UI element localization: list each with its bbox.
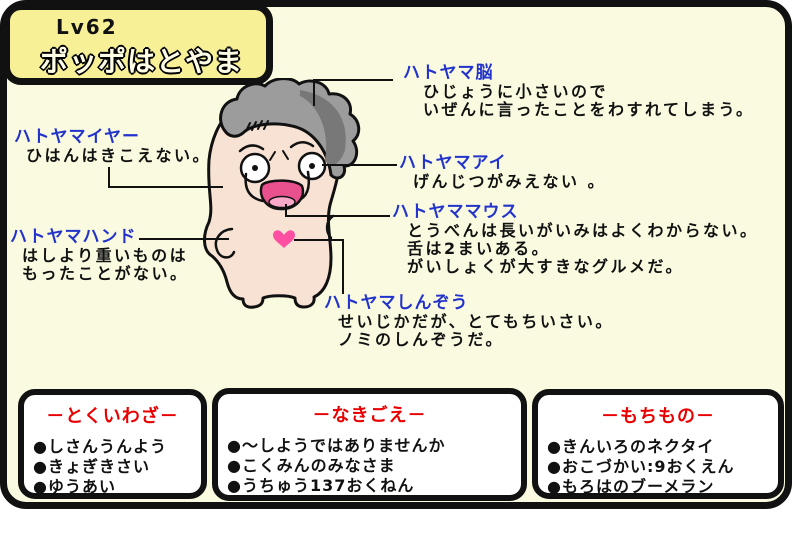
annotation-heart-line: ノミのしんぞうだ。: [338, 330, 505, 349]
stat-item: ●こくみんのみなさま: [227, 456, 396, 475]
annotation-hand-title: ハトヤマハンド: [10, 227, 137, 247]
stat-item: ●もろはのブーメラン: [547, 477, 715, 496]
level-name-badge: Lv62 ポッポはとやま: [3, 3, 273, 85]
stat-box-items: ●しさんうんよう ●きょぎきさい ●ゆうあい: [24, 437, 201, 497]
stat-box-cry: －なきごえ－ ●～しようではありませんか ●こくみんのみなさま ●うちゅう137…: [212, 388, 527, 501]
annotation-ear-title: ハトヤマイヤー: [14, 127, 140, 147]
heart-icon: [273, 230, 295, 248]
stat-box-items: ●～しようではありませんか ●こくみんのみなさま ●うちゅう137おくねん: [218, 436, 521, 496]
eyebrow-right: [289, 141, 315, 149]
stat-box-items: ●きんいろのネクタイ ●おこづかい:9おくえん ●もろはのブーメラン: [538, 437, 778, 497]
annotation-mouth: ハトヤママウス とうべんは長いがいみはよくわからない。 舌は2まいある。 がいし…: [392, 202, 759, 276]
annotation-heart-title: ハトヤマしんぞう: [324, 293, 469, 313]
eyebrow-left: [238, 144, 265, 153]
stat-box-title: －とくいわざ－: [46, 406, 179, 427]
connector-mouth-horizontal: [285, 215, 390, 217]
character-name: ポッポはとやま: [40, 45, 244, 78]
annotation-mouth-line: とうべんは長いがいみはよくわからない。: [407, 221, 759, 240]
frown-marks: [269, 150, 289, 161]
connector-ear-vertical: [108, 167, 110, 188]
annotation-mouth-title: ハトヤママウス: [392, 202, 519, 222]
annotation-mouth-line: がいしょくが大すきなグルメだ。: [407, 257, 685, 276]
cheek-left: [244, 172, 265, 203]
annotation-brain-line: ひじょうに小さいので: [423, 82, 609, 101]
hand-shape: [214, 227, 236, 259]
connector-heart-vertical: [342, 239, 344, 294]
stat-box-title: －なきごえ－: [312, 405, 427, 426]
annotation-hand-line: はしより重いものは: [22, 246, 189, 265]
stat-box-special-moves: －とくいわざ－ ●しさんうんよう ●きょぎきさい ●ゆうあい: [18, 389, 207, 499]
annotation-mouth-line: 舌は2まいある。: [407, 239, 551, 258]
tongue-shape: [268, 195, 296, 209]
level-text: Lv62: [56, 15, 118, 39]
annotation-eye-title: ハトヤマアイ: [399, 153, 507, 173]
stat-item: ●～しようではありませんか: [227, 436, 446, 455]
annotation-heart-line: せいじかだが、とてもちいさい。: [338, 312, 614, 331]
annotation-hand-line: もったことがない。: [22, 264, 189, 283]
annotation-eye-line: げんじつがみえない 。: [413, 172, 607, 191]
annotation-brain: ハトヤマ脳 ひじょうに小さいので いぜんに言ったことをわすれてしまう。: [403, 63, 755, 119]
annotation-brain-title: ハトヤマ脳: [403, 63, 494, 83]
annotation-heart: ハトヤマしんぞう せいじかだが、とてもちいさい。 ノミのしんぞうだ。: [324, 293, 614, 349]
stat-item: ●うちゅう137おくねん: [227, 476, 415, 495]
hairline-ticks: [245, 120, 269, 132]
annotation-hand: ハトヤマハンド はしより重いものは もったことがない。: [10, 227, 189, 283]
pupil-right: [309, 163, 315, 169]
annotation-brain-line: いぜんに言ったことをわすれてしまう。: [423, 100, 755, 119]
connector-mouth-vertical: [285, 204, 287, 217]
connector-brain-horizontal: [313, 79, 393, 81]
connector-eye-horizontal: [322, 164, 397, 166]
arm-shape: [325, 214, 335, 240]
character-illustration: [203, 78, 361, 309]
stat-item: ●きょぎきさい: [33, 457, 150, 476]
stat-item: ●しさんうんよう: [33, 437, 167, 456]
connector-heart-horizontal: [294, 239, 344, 241]
annotation-ear: ハトヤマイヤー ひはんはきこえない。: [14, 127, 211, 165]
connector-ear-horizontal: [108, 186, 223, 188]
pupil-left: [252, 165, 258, 171]
stat-box-title: －もちもの－: [601, 406, 715, 427]
annotation-eye: ハトヤマアイ げんじつがみえない 。: [399, 153, 606, 191]
annotation-ear-line: ひはんはきこえない。: [26, 146, 212, 165]
connector-brain-vertical: [313, 79, 315, 106]
stat-item: ●おこづかい:9おくえん: [547, 457, 735, 476]
stat-box-belongings: －もちもの－ ●きんいろのネクタイ ●おこづかい:9おくえん ●もろはのブーメラ…: [532, 389, 784, 499]
connector-hand-horizontal: [139, 238, 229, 240]
stat-item: ●ゆうあい: [33, 477, 116, 496]
hair-shading: [300, 90, 346, 166]
stat-item: ●きんいろのネクタイ: [547, 437, 715, 456]
